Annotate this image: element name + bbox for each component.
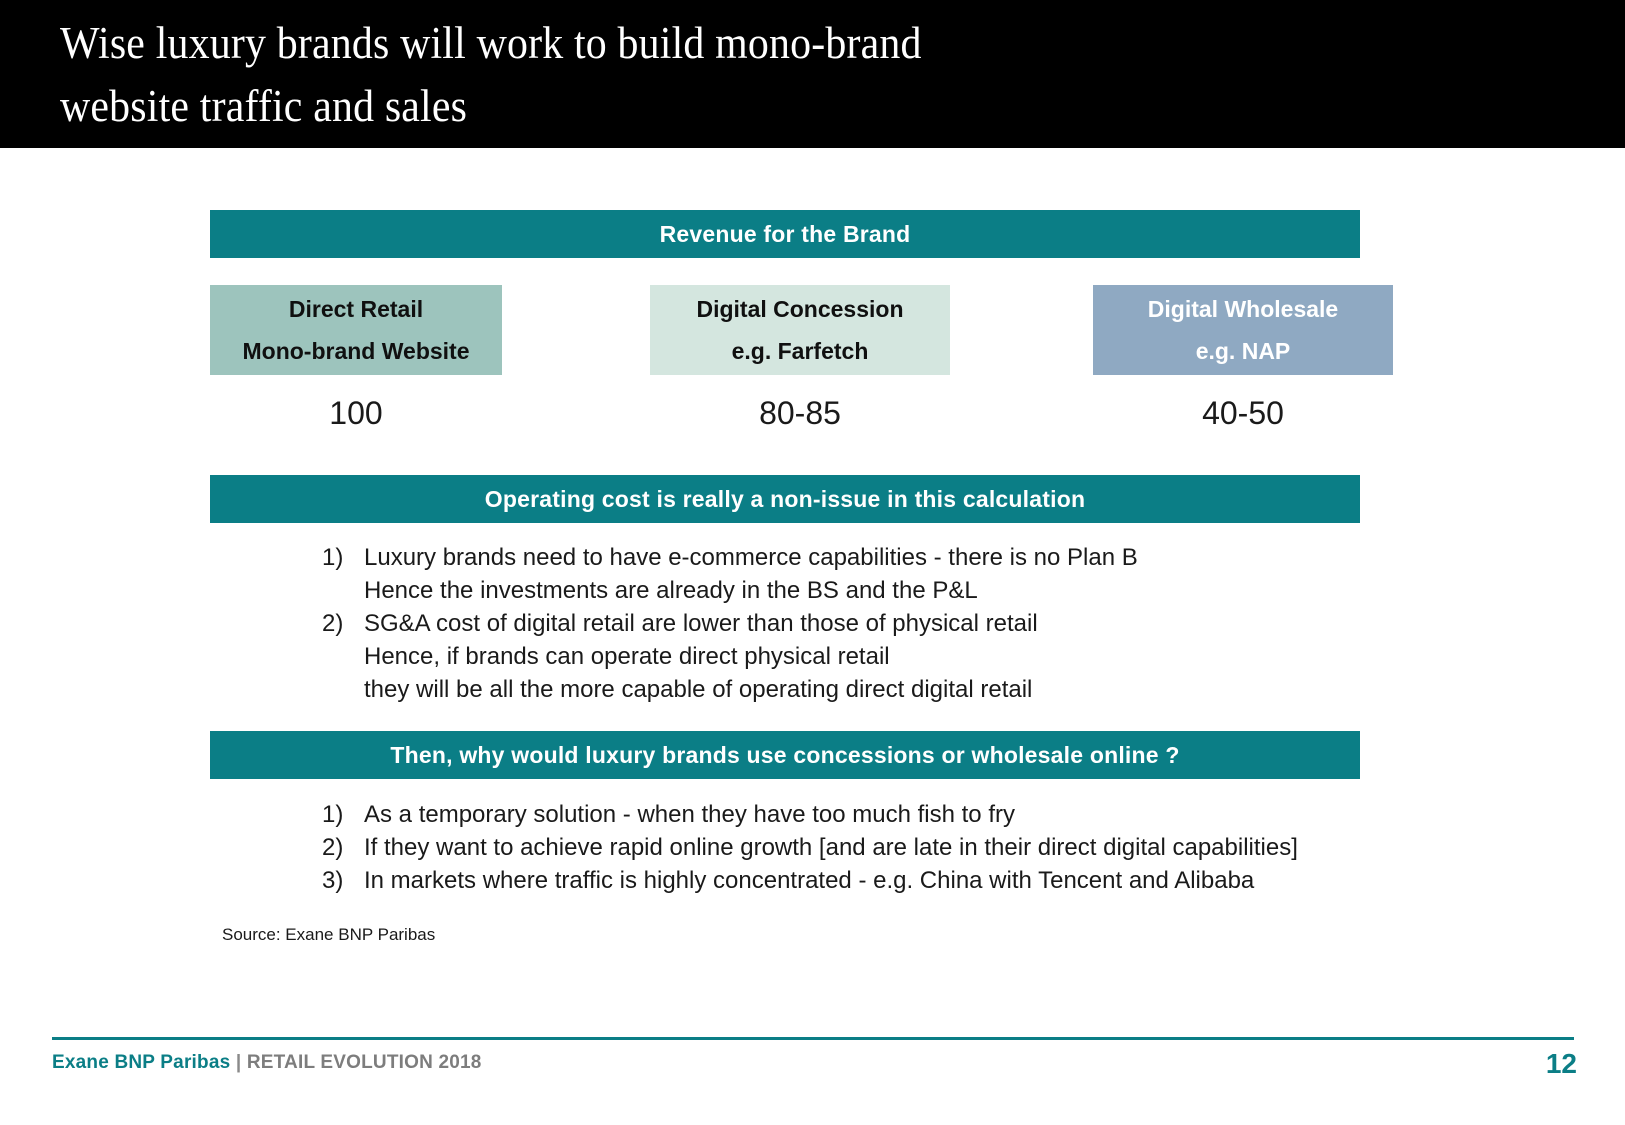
operating-cost-list-item-line: they will be all the more capable of ope… <box>364 676 1033 703</box>
why-concessions-list: 1) As a temporary solution - when they ha… <box>322 798 1382 897</box>
revenue-banner: Revenue for the Brand <box>210 210 1360 258</box>
why-concessions-list-item-marker: 2) <box>322 834 344 861</box>
operating-cost-list-item-line: Luxury brands need to have e-commerce ca… <box>364 544 1138 571</box>
why-concessions-list-item-lines: In markets where traffic is highly conce… <box>364 864 1382 897</box>
why-concessions-list-item-line: If they want to achieve rapid online gro… <box>364 834 1298 861</box>
channel-box-line2: e.g. NAP <box>1195 338 1291 364</box>
why-concessions-list-item-lines: As a temporary solution - when they have… <box>364 798 1382 831</box>
channel-box-line1: Digital Concession <box>696 296 904 322</box>
why-concessions-banner-label: Then, why would luxury brands use conces… <box>390 741 1180 768</box>
why-concessions-list-item-line: In markets where traffic is highly conce… <box>364 867 1255 894</box>
channel-value-digital-concession: 80-85 <box>759 395 841 431</box>
title-band: Wise luxury brands will work to build mo… <box>0 0 1625 148</box>
source-note: Source: Exane BNP Paribas <box>222 925 436 944</box>
slide-body: Revenue for the Brand Direct Retail Mono… <box>0 148 1625 1025</box>
why-concessions-list-item: 2) If they want to achieve rapid online g… <box>322 831 1382 864</box>
footer-branding: Exane BNP Paribas | RETAIL EVOLUTION 201… <box>52 1052 482 1074</box>
operating-cost-list: 1) Luxury brands need to have e-commerce … <box>322 541 1382 706</box>
page-number: 12 <box>1545 1048 1577 1079</box>
operating-cost-list-item: 1) Luxury brands need to have e-commerce … <box>322 541 1382 607</box>
operating-cost-list-item: 2) SG&A cost of digital retail are lower … <box>322 607 1382 706</box>
footer-subtitle: RETAIL EVOLUTION 2018 <box>246 1052 482 1073</box>
revenue-banner-label: Revenue for the Brand <box>659 220 911 247</box>
channel-box-digital-concession: Digital Concession e.g. Farfetch <box>650 285 950 375</box>
operating-cost-banner: Operating cost is really a non-issue in … <box>210 475 1360 523</box>
why-concessions-list-item-marker: 1) <box>322 801 344 828</box>
operating-cost-list-item-marker: 2) <box>322 610 344 637</box>
channel-box-line2: e.g. Farfetch <box>731 338 869 364</box>
why-concessions-list-item-line: As a temporary solution - when they have… <box>364 801 1015 828</box>
footer-divider <box>52 1037 1574 1040</box>
channel-box-direct-retail: Direct Retail Mono-brand Website <box>210 285 502 375</box>
why-concessions-list-item-lines: If they want to achieve rapid online gro… <box>364 831 1382 864</box>
operating-cost-list-item-line: SG&A cost of digital retail are lower th… <box>364 610 1038 637</box>
page-title: Wise luxury brands will work to build mo… <box>60 18 922 131</box>
footer-separator: | <box>230 1052 247 1073</box>
channel-box-line2: Mono-brand Website <box>242 338 470 364</box>
why-concessions-list-item: 3) In markets where traffic is highly con… <box>322 864 1382 897</box>
channel-value-direct-retail: 100 <box>329 395 383 431</box>
operating-cost-list-item-marker: 1) <box>322 544 344 571</box>
channel-box-line1: Direct Retail <box>288 296 424 322</box>
why-concessions-list-item-marker: 3) <box>322 867 344 894</box>
why-concessions-list-item: 1) As a temporary solution - when they ha… <box>322 798 1382 831</box>
operating-cost-list-item-lines: Luxury brands need to have e-commerce ca… <box>364 541 1382 607</box>
channel-box-digital-wholesale: Digital Wholesale e.g. NAP <box>1093 285 1393 375</box>
operating-cost-banner-label: Operating cost is really a non-issue in … <box>484 485 1086 512</box>
why-concessions-banner: Then, why would luxury brands use conces… <box>210 731 1360 779</box>
footer-brand-name: Exane BNP Paribas <box>52 1052 231 1073</box>
channel-value-digital-wholesale: 40-50 <box>1202 395 1284 431</box>
operating-cost-list-item-lines: SG&A cost of digital retail are lower th… <box>364 607 1382 706</box>
operating-cost-list-item-line: Hence the investments are already in the… <box>364 577 978 604</box>
channel-box-line1: Digital Wholesale <box>1147 296 1339 322</box>
operating-cost-list-item-line: Hence, if brands can operate direct phys… <box>364 643 890 670</box>
